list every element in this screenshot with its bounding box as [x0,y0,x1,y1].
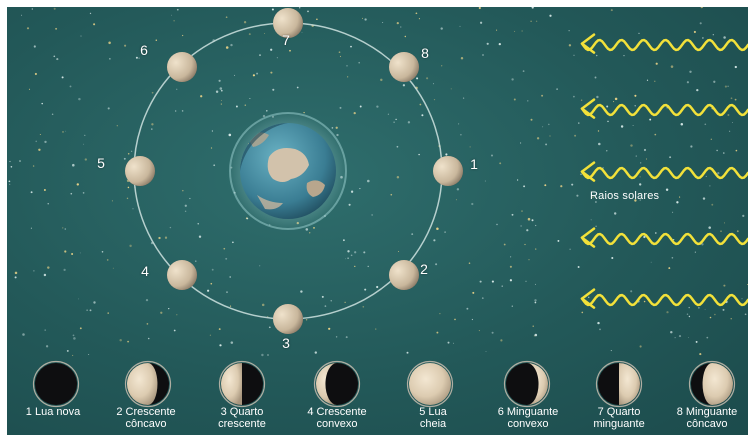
phase-moon-2 [124,360,172,408]
phase-moon-6 [503,360,551,408]
phase-caption-4: 4 Crescente convexo [282,406,392,430]
phase-caption-line2: convexo [507,418,549,430]
orbit-moon-7 [273,8,303,38]
orbit-label-1: 1 [470,156,478,172]
phase-caption-line1: 8 Minguante [676,406,738,418]
phase-caption-line2: crescente [218,418,266,430]
orbit-moon-6 [167,52,197,82]
sun-ray-1 [580,38,748,52]
orbit-moon-4 [167,260,197,290]
orbit-label-8: 8 [421,45,429,61]
sun-rays [580,33,748,309]
sun-ray-4 [580,232,748,246]
phase-caption-line1: 1 Lua nova [25,406,81,418]
phase-caption-8: 8 Minguante côncavo [652,406,748,430]
phase-moon-7 [595,360,643,408]
orbit-label-3: 3 [282,335,290,351]
phase-caption-line1: 5 Lua [419,406,447,418]
sun-ray-2 [580,103,748,117]
phase-caption-line1: 6 Minguante [497,406,559,418]
orbit-label-2: 2 [420,261,428,277]
phase-caption-line2: côncavo [125,418,167,430]
sun-ray-arrowhead-icon [580,288,596,309]
sun-ray-arrowhead-icon [580,227,596,248]
orbit-moon-2 [389,260,419,290]
phase-caption-line2: cheia [419,418,447,430]
orbit-moon-1 [433,156,463,186]
phase-caption-line2: minguante [593,418,645,430]
moon-phases-diagram: 1 2 3 4 5 6 7 8 Raios solares 1 Lua nova… [7,7,748,435]
earth [229,112,347,230]
sun-ray-5 [580,293,748,307]
phase-caption-line2: côncavo [686,418,728,430]
phase-moon-8 [688,360,736,408]
orbit-diagram [32,8,748,408]
phase-caption-line2: convexo [316,418,358,430]
phase-caption-line1: 7 Quarto [597,406,641,418]
phase-caption-line1: 3 Quarto [220,406,264,418]
phase-caption-6: 6 Minguante convexo [473,406,583,430]
phase-caption-3: 3 Quarto crescente [187,406,297,430]
phase-caption-2: 2 Crescente côncavo [91,406,201,430]
sun-ray-3 [580,166,748,180]
phase-moon-5 [406,360,454,408]
sun-ray-arrowhead-icon [580,161,596,182]
phase-moon-4 [313,360,361,408]
orbit-moon-8 [389,52,419,82]
sun-ray-arrowhead-icon [580,33,596,54]
orbit-label-7: 7 [282,32,290,48]
orbit-moon-5 [125,156,155,186]
orbit-label-5: 5 [97,155,105,171]
phase-caption-7: 7 Quarto minguante [564,406,674,430]
phase-caption-1: 1 Lua nova [7,406,108,418]
rays-label: Raios solares [590,190,660,202]
orbit-moon-3 [273,304,303,334]
phase-moon-1 [32,360,80,408]
phase-caption-line1: 4 Crescente [307,406,367,418]
phase-caption-line1: 2 Crescente [116,406,176,418]
orbit-label-6: 6 [140,42,148,58]
phase-caption-5: 5 Lua cheia [378,406,488,430]
sun-ray-arrowhead-icon [580,98,596,119]
orbit-label-4: 4 [141,263,149,279]
phase-moon-3 [218,360,266,408]
